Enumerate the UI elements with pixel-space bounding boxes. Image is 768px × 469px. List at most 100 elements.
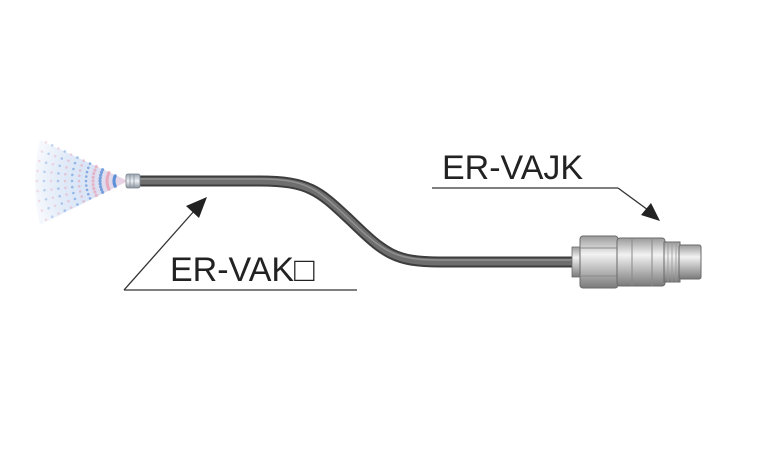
spray-dot <box>58 194 61 198</box>
spray-dot <box>92 186 96 190</box>
spray-dot <box>88 162 92 165</box>
spray-dot <box>91 175 95 179</box>
spray-dot <box>63 179 67 183</box>
spray-dot <box>93 168 97 172</box>
spray-dot <box>44 161 48 164</box>
spray-dot <box>65 193 68 196</box>
spray-dot <box>60 202 64 205</box>
spray-dot <box>67 159 70 163</box>
spray-dot <box>98 179 102 183</box>
spray-dot <box>37 159 41 163</box>
spray-dot <box>99 170 104 174</box>
spray-dot <box>43 188 46 192</box>
spray-dot <box>93 190 97 194</box>
spray-dot <box>47 206 50 210</box>
spray-dot <box>76 156 79 159</box>
spray-dot <box>78 174 81 177</box>
spray-dot <box>91 183 95 187</box>
spray-dot <box>77 179 81 183</box>
spray-dot <box>99 173 103 177</box>
sensor-tip <box>125 173 141 189</box>
spray-dot <box>51 163 55 166</box>
spray-dot <box>78 190 82 193</box>
spray-dot <box>80 164 83 167</box>
spray-dot <box>85 175 88 178</box>
spray-dot <box>107 171 111 175</box>
spray-dot <box>40 150 44 153</box>
spray-dot <box>40 209 44 212</box>
spray-dot <box>76 203 79 206</box>
spray-dot <box>94 165 98 169</box>
spray-fan-icon <box>35 140 128 225</box>
spray-dot <box>78 169 82 172</box>
connector <box>571 235 702 289</box>
spray-dot <box>73 197 77 201</box>
spray-dot <box>71 185 74 189</box>
spray-dot <box>63 150 67 153</box>
spray-dot <box>63 209 67 212</box>
cable-leader-line <box>123 197 357 291</box>
spray-dot <box>99 185 103 189</box>
spray-dot <box>58 164 61 168</box>
spray-dot <box>53 204 57 208</box>
spray-dot <box>35 179 39 183</box>
connector-label: ER-VAJK <box>442 149 583 187</box>
spray-dot <box>70 179 74 183</box>
spray-dot <box>36 169 39 173</box>
spray-dot <box>53 154 57 158</box>
spray-dot <box>50 171 53 174</box>
spray-dot <box>80 195 83 198</box>
spray-dot <box>60 157 64 160</box>
spray-dot <box>44 218 48 221</box>
spray-dot <box>91 179 95 183</box>
spray-dot <box>113 174 117 178</box>
spray-dot <box>47 152 50 156</box>
spray-dot <box>57 187 60 190</box>
connector-leader-line <box>432 187 660 221</box>
spray-dot <box>49 179 53 183</box>
spray-dot <box>51 196 55 199</box>
spray-dot <box>72 191 75 195</box>
spray-dot <box>98 176 102 180</box>
spray-dot <box>50 188 53 191</box>
spray-dot <box>69 153 73 156</box>
spray-dot <box>92 172 96 176</box>
spray-dot <box>57 212 60 215</box>
spray-dot <box>85 184 88 187</box>
spray-dot <box>99 188 104 192</box>
spray-dot <box>98 182 102 186</box>
cable-label: ER-VAK□ <box>170 251 315 289</box>
cable <box>132 175 581 268</box>
spray-dot <box>87 166 90 170</box>
spray-dot <box>65 166 68 169</box>
spray-dot <box>44 141 48 144</box>
spray-dot <box>50 215 54 218</box>
spray-dot <box>69 206 73 209</box>
spray-dot <box>64 172 67 176</box>
spray-dot <box>84 179 88 183</box>
spray-dot <box>37 199 41 203</box>
spray-dot <box>87 192 90 196</box>
spray-dot <box>36 189 39 193</box>
spray-dot <box>64 186 67 190</box>
spray-dot <box>71 173 74 177</box>
spray-dot <box>78 185 81 188</box>
spray-dot <box>73 161 77 165</box>
spray-dot <box>101 168 105 172</box>
spray-dot <box>94 193 98 197</box>
spray-dot <box>57 172 60 175</box>
spray-dot <box>82 200 85 203</box>
spray-dot <box>57 147 60 150</box>
spray-dot <box>72 167 75 171</box>
spray-dot <box>56 179 60 183</box>
spray-dot <box>85 188 89 192</box>
spray-dot <box>50 144 54 147</box>
spray-dot <box>42 179 46 183</box>
spray-dot <box>43 170 46 174</box>
spray-dot <box>88 197 92 200</box>
spray-dot <box>82 159 85 162</box>
spray-dot <box>85 170 89 174</box>
spray-dot <box>44 198 48 201</box>
spray-dot <box>67 199 70 203</box>
